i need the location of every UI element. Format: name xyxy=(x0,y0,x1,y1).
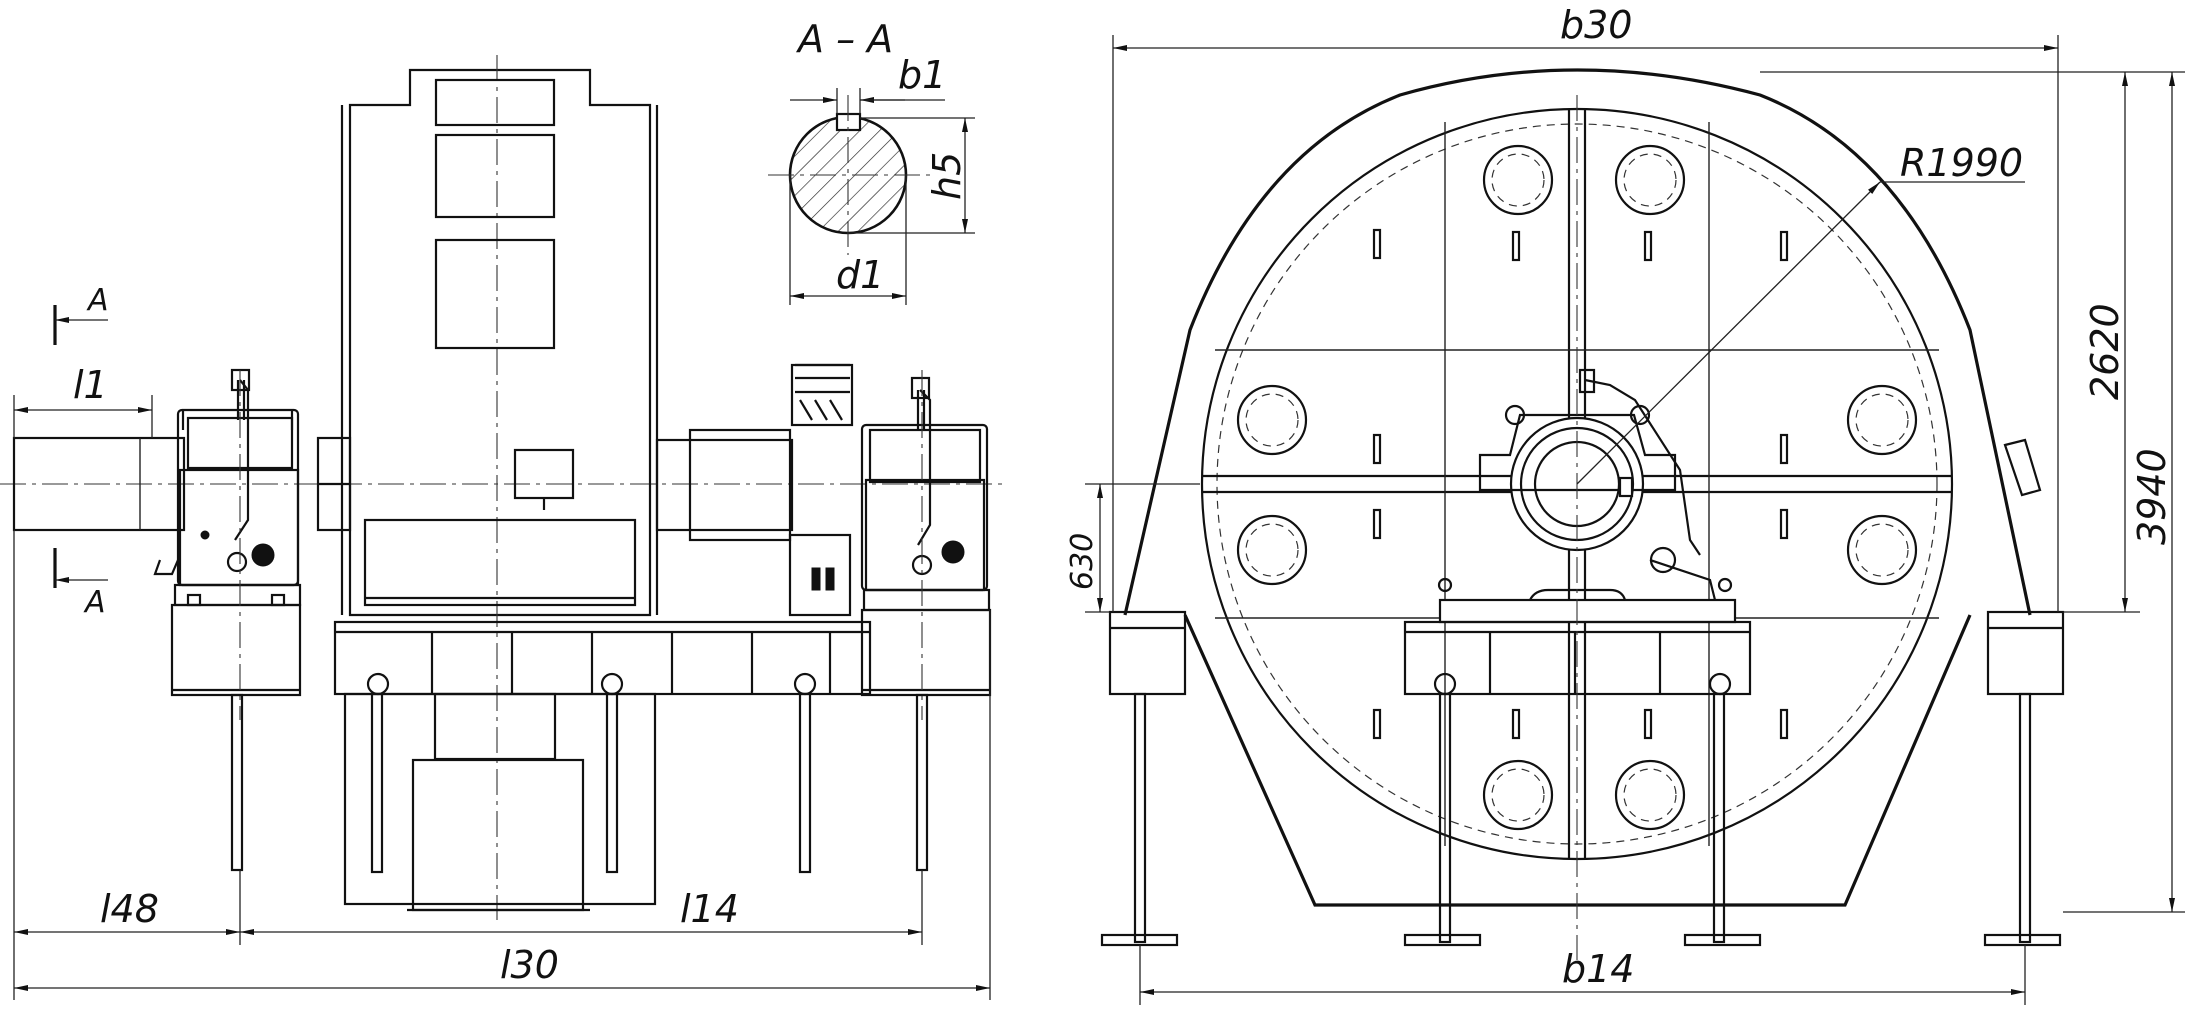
anchor-bolt xyxy=(605,692,619,874)
anchor-bolt xyxy=(798,692,812,874)
dim-label-l14: l14 xyxy=(680,887,739,931)
right-support xyxy=(1983,610,2065,947)
coupling-assembly xyxy=(655,363,854,617)
casing-bottom xyxy=(1183,614,1972,907)
anchor-bolt xyxy=(230,693,244,872)
section-mark-top: A xyxy=(53,283,109,345)
hub-bearing xyxy=(1437,368,1737,624)
base-frame xyxy=(333,620,872,912)
dimension-r1990: R1990 xyxy=(1576,141,2025,485)
dim-label-l1: l1 xyxy=(73,363,108,407)
anchor-bolt xyxy=(1438,692,1452,944)
dim-label-630: 630 xyxy=(1065,533,1100,590)
slots xyxy=(1372,228,1789,740)
dimension-b14: b14 xyxy=(1139,945,2026,1005)
dimension-3940: 3940 xyxy=(2063,71,2185,913)
dimension-b30: b30 xyxy=(1112,3,2059,612)
output-shaft xyxy=(12,436,186,532)
left-support xyxy=(1100,610,1187,947)
dimension-630: 630 xyxy=(1065,483,1200,613)
right-bearing-housing xyxy=(860,370,992,720)
section-marker-label: A xyxy=(86,283,109,318)
side-view: A A l1 l48 l14 l30 xyxy=(0,55,1005,1000)
dim-label-b1: b1 xyxy=(898,53,946,97)
dim-label-d1: d1 xyxy=(836,253,884,297)
front-view: R1990 b30 b14 630 2620 xyxy=(1065,3,2185,1005)
dim-label-h5: h5 xyxy=(925,152,969,200)
dim-label-b14: b14 xyxy=(1562,947,1634,991)
dimension-2620: 2620 xyxy=(1760,71,2140,613)
section-mark-bottom: A xyxy=(53,548,108,620)
dimension-l1: l1 xyxy=(13,363,153,438)
left-bearing-housing xyxy=(153,368,302,720)
dim-label-b30: b30 xyxy=(1560,3,1632,47)
dimension-l14: l14 xyxy=(240,870,923,945)
dim-label-r1990: R1990 xyxy=(1900,141,2023,185)
fan-casing xyxy=(1123,68,2032,616)
section-title: A – A xyxy=(795,17,893,61)
dimension-l30: l30 xyxy=(14,610,991,1000)
inspection-fitting xyxy=(2003,438,2042,497)
mounting-holes xyxy=(1236,144,1918,831)
anchor-bolt xyxy=(1712,692,1726,944)
dim-label-2620: 2620 xyxy=(2083,303,2127,400)
dim-label-l48: l48 xyxy=(100,887,159,931)
anchor-bolt xyxy=(370,692,384,874)
shaft-section xyxy=(788,115,908,235)
dimension-l48: l48 xyxy=(13,530,241,1000)
anchor-bolt xyxy=(915,693,929,872)
dim-label-3940: 3940 xyxy=(2130,448,2174,545)
section-a-a: A – A b1 h5 d1 xyxy=(768,17,975,305)
dim-label-l30: l30 xyxy=(500,943,559,987)
section-marker-label: A xyxy=(83,585,106,620)
